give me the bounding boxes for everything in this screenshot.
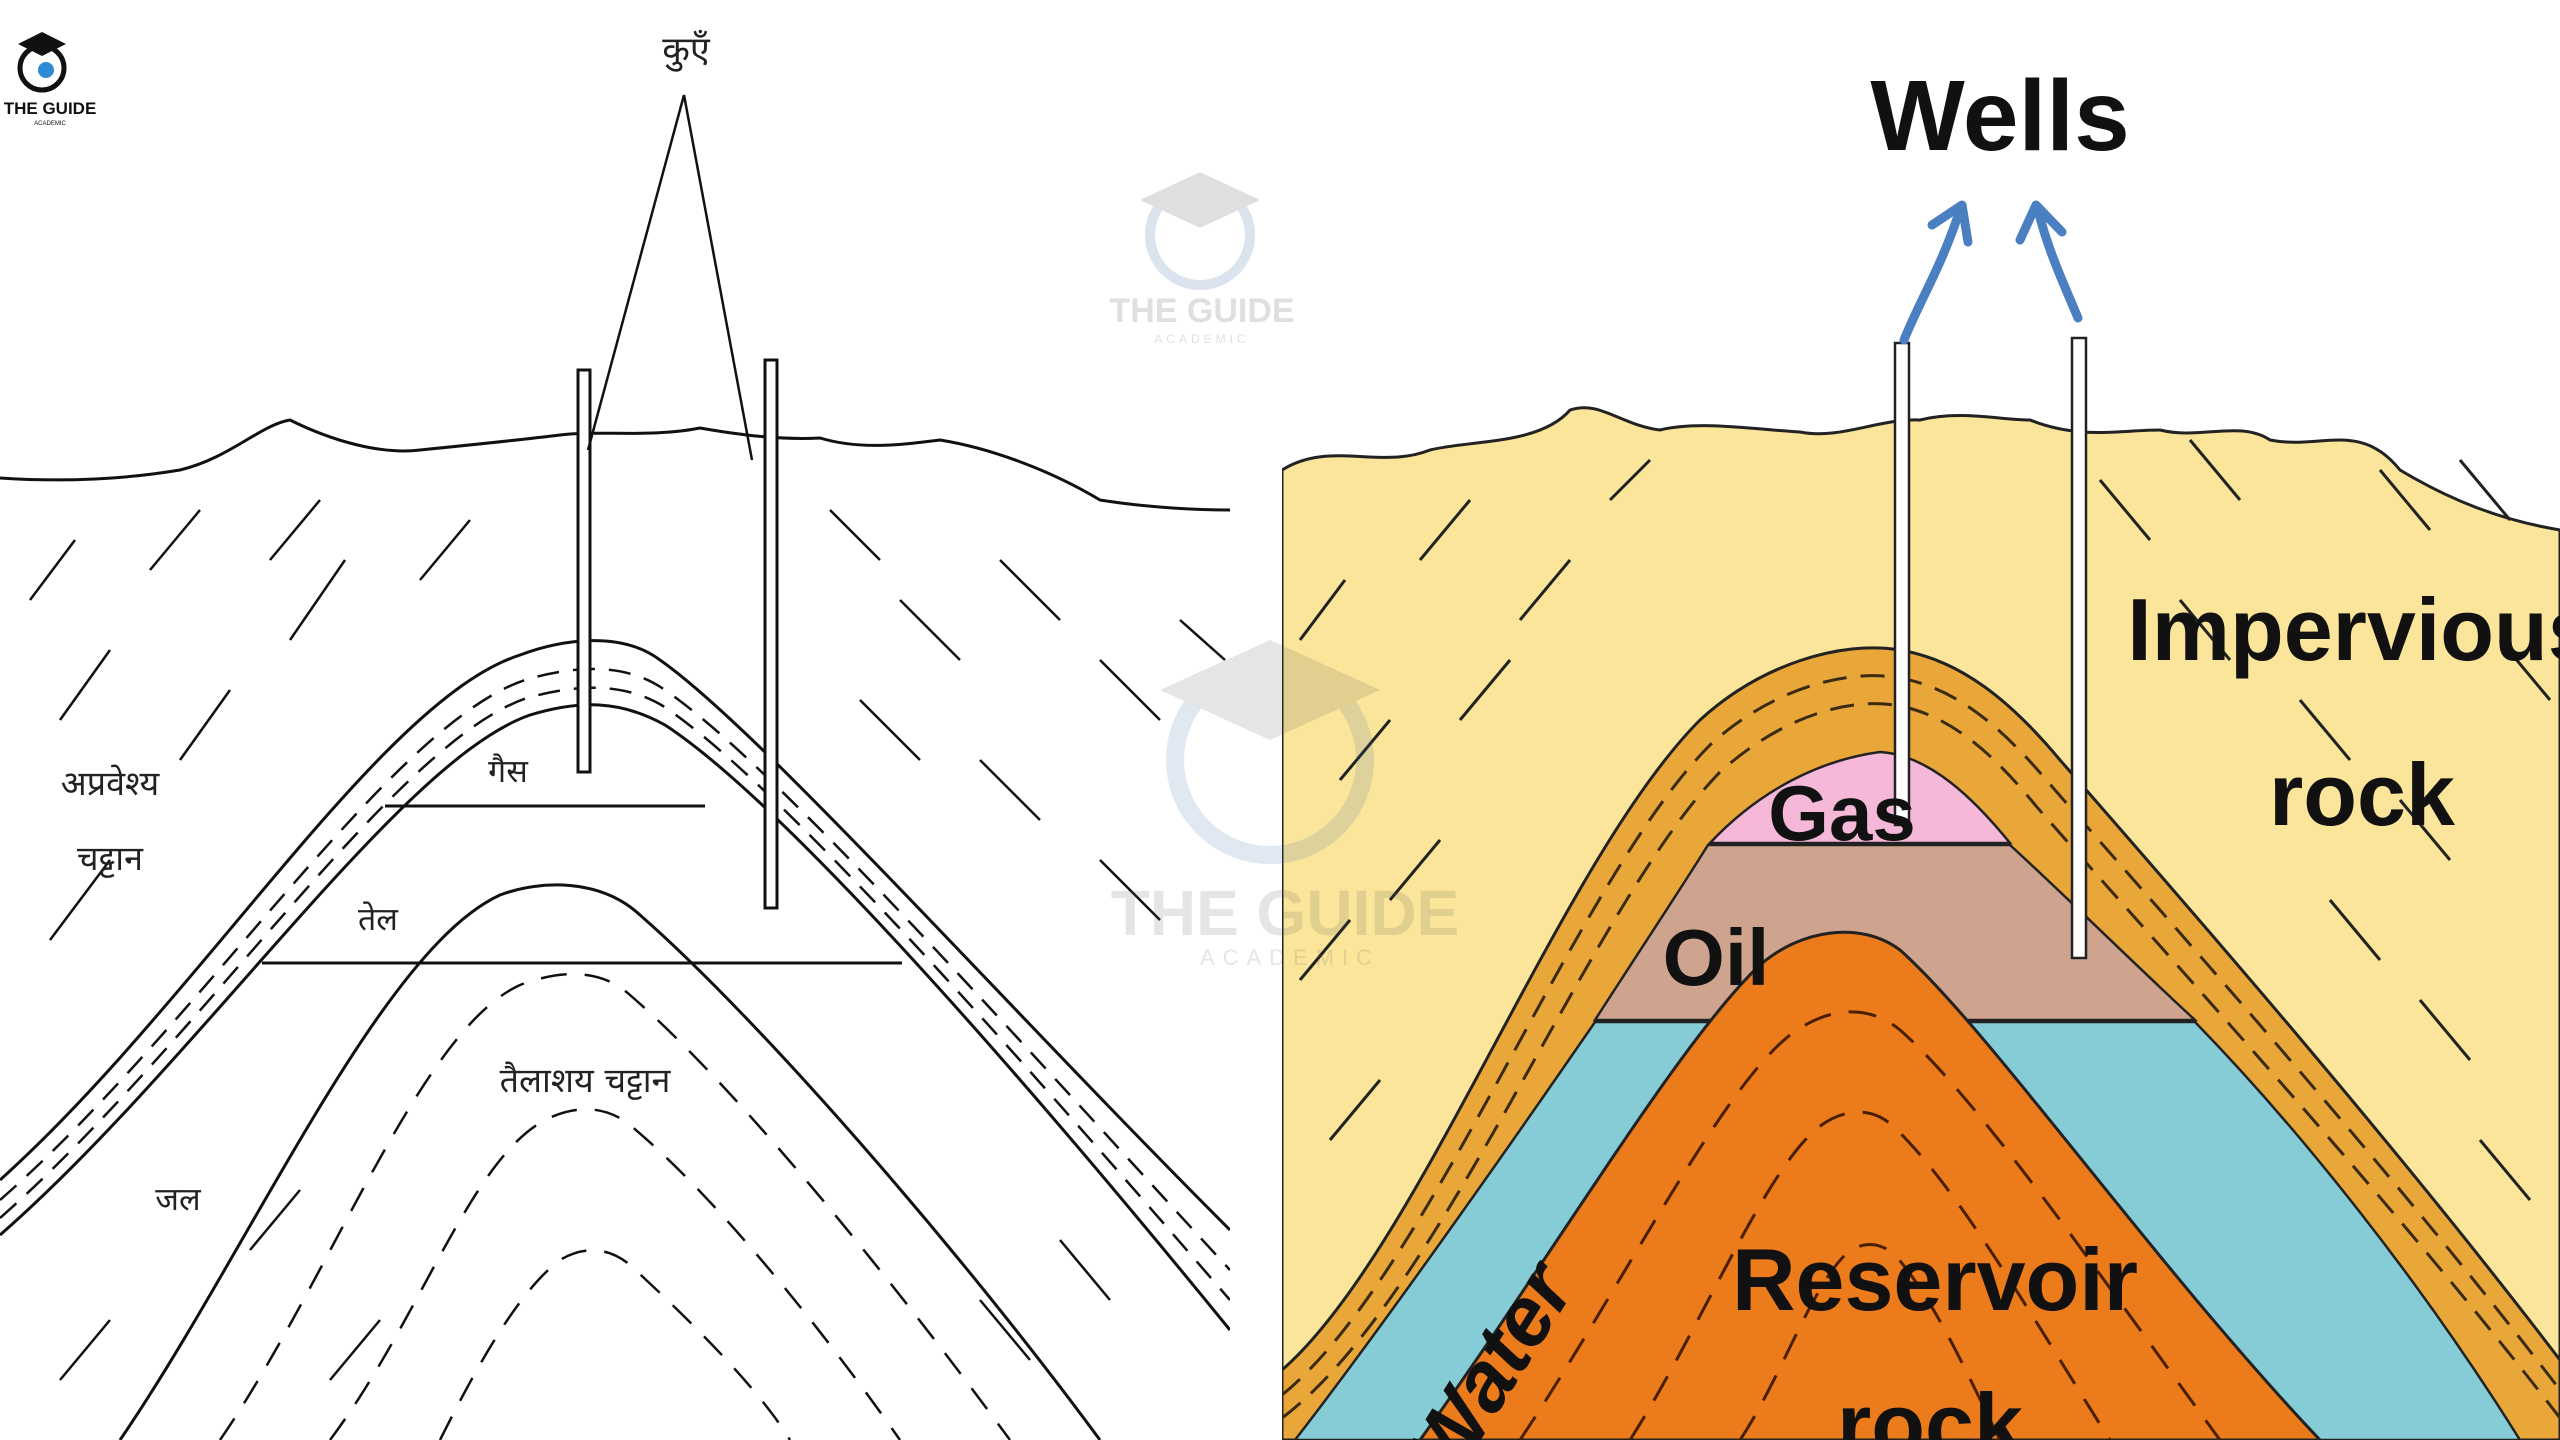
watermark-circle-icon — [1145, 180, 1255, 290]
label-reservoir-1: Reservoir — [1732, 1230, 2138, 1329]
reservoir-dash-3 — [438, 1249, 792, 1440]
arrow-up-icon — [2015, 200, 2067, 245]
logo-dot-icon — [38, 62, 54, 78]
reservoir-rock-outer — [118, 883, 1102, 1440]
label-gas-hindi: गैस — [488, 752, 529, 790]
logo-brand-text: THE GUIDE — [4, 99, 97, 118]
logo-top-left: THE GUIDE ACADEMIC — [4, 32, 97, 127]
cap-rock-dash-1 — [0, 667, 1230, 1271]
impervious-hatching — [29, 499, 1226, 941]
label-impervious-hindi-1: अप्रवेश्य — [61, 764, 161, 804]
watermark-large-circle-icon — [1166, 656, 1374, 864]
label-impervious-hindi-2: चट्टान — [77, 839, 144, 879]
hindi-diagram — [0, 94, 1230, 1440]
arrow-up-icon — [1927, 200, 1973, 247]
reservoir-dash-1 — [218, 972, 1012, 1440]
logo-brand-sub: ACADEMIC — [34, 121, 66, 127]
label-water-hindi: जल — [155, 1180, 202, 1218]
label-impervious-1: Impervious — [2127, 580, 2560, 679]
label-wells: Wells — [1870, 60, 2129, 172]
left-well-2 — [763, 358, 779, 910]
watermark-brand-sub: ACADEMIC — [1154, 332, 1249, 346]
label-reservoir-2: rock — [1837, 1375, 2024, 1440]
reservoir-rock-area — [1418, 930, 2323, 1440]
right-well-1 — [1893, 341, 1911, 827]
well-arrows — [1899, 200, 2083, 345]
well-pointer-2 — [682, 94, 754, 461]
right-well-2 — [2070, 336, 2088, 960]
impervious-hatching-color — [1298, 439, 2552, 1201]
watermark-large: THE GUIDE ACADEMIC — [1111, 640, 1459, 970]
reservoir-dashes — [1518, 1010, 2222, 1440]
reservoir-dash-2 — [328, 1108, 902, 1440]
cap-rock-dash-2 — [0, 686, 1230, 1301]
label-reservoir-hindi: तैलाशय चट्टान — [500, 1061, 672, 1101]
label-oil: Oil — [1663, 913, 1770, 1002]
oil-layer — [1592, 843, 2199, 1022]
arrow-up-icon — [1899, 205, 1965, 345]
label-oil-hindi: तेल — [358, 900, 399, 938]
well-pointer-1 — [586, 94, 686, 451]
label-gas: Gas — [1768, 769, 1915, 857]
watermark-small: THE GUIDE ACADEMIC — [1109, 172, 1295, 346]
watermark-large-cap-icon — [1160, 640, 1380, 740]
cap-rock-inner — [0, 703, 1230, 1331]
water-zone-hatching — [59, 1189, 1111, 1381]
arrow-up-icon — [2033, 205, 2083, 323]
label-wells-hindi: कुएँ — [662, 29, 711, 72]
watermark-large-brand-sub: ACADEMIC — [1200, 945, 1380, 970]
watermark-brand-text: THE GUIDE — [1109, 292, 1294, 330]
ground-surface-line — [0, 418, 1230, 512]
graduation-cap-icon — [18, 32, 66, 56]
watermark-cap-icon — [1140, 172, 1260, 228]
cap-rock-outer — [0, 639, 1230, 1232]
left-well-1 — [576, 368, 592, 774]
watermark-large-brand-text: THE GUIDE — [1111, 877, 1459, 949]
label-impervious-2: rock — [2269, 745, 2456, 844]
gas-layer — [1707, 750, 2013, 845]
